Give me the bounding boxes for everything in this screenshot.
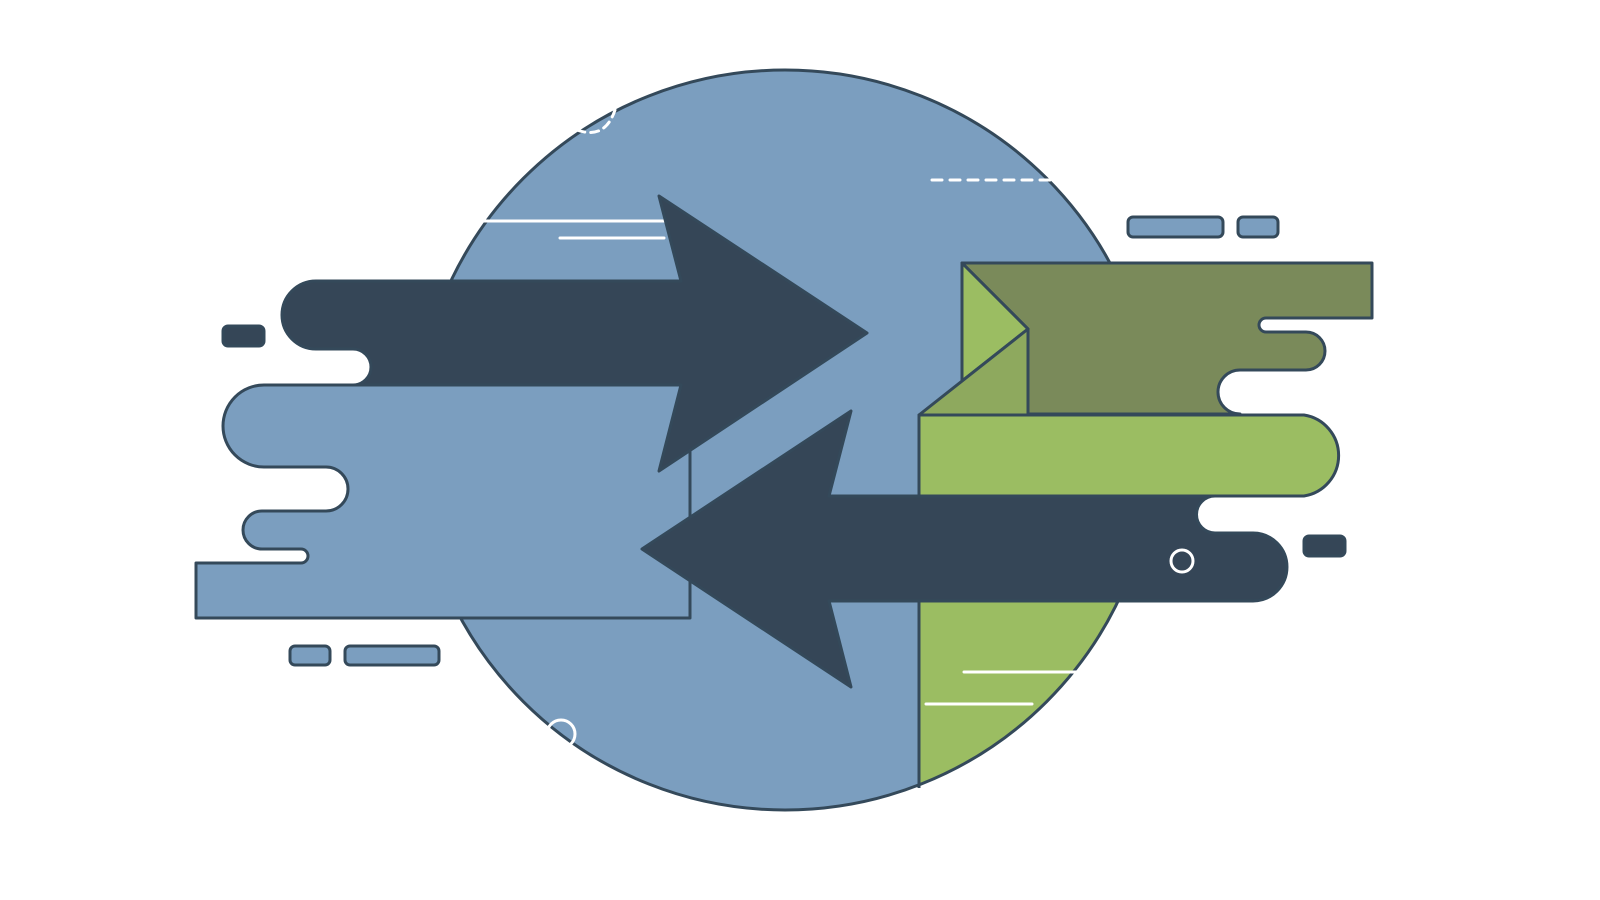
decorative-pills <box>221 215 1347 667</box>
right-arrow-icon <box>280 194 869 473</box>
pill-blue <box>343 644 441 667</box>
highlight-dashed-arc <box>575 108 617 134</box>
banner-dark-ribbon <box>960 261 1374 416</box>
pill-blue <box>1126 215 1225 239</box>
banner-light-ribbon <box>917 413 1341 498</box>
pill-navy <box>1302 534 1347 558</box>
speed-cloud-icon <box>194 383 692 620</box>
pill-blue <box>288 644 332 667</box>
pill-navy <box>221 324 266 348</box>
left-arrow-icon <box>640 409 1289 689</box>
banner-flag-icon <box>917 261 1374 498</box>
highlight-ring <box>545 718 577 750</box>
pill-blue <box>1236 215 1280 239</box>
highlight-ring <box>1169 548 1195 574</box>
